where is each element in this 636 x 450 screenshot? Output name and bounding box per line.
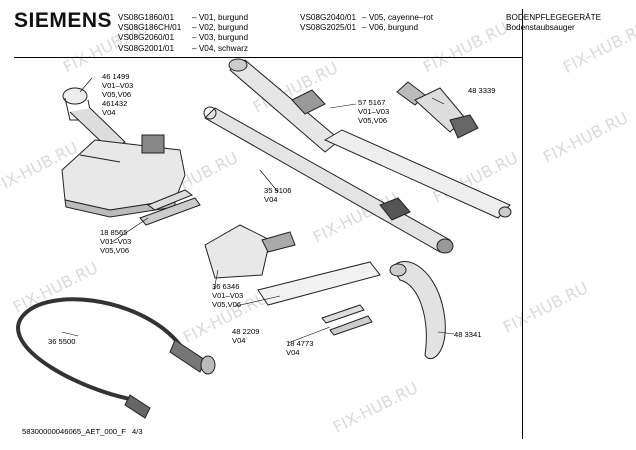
part-variant: V05,V06 (102, 90, 132, 99)
label-straight-tube: 35 9106 V04 (264, 186, 291, 204)
part-variant: V04 (286, 348, 300, 357)
label-strip-pair: 18 4773 V04 (286, 339, 313, 357)
part-number: 18 8565 (100, 228, 128, 237)
variant-label: – V04, schwarz (192, 43, 248, 53)
category-title: BODENPFLEGEGERÄTE (506, 13, 602, 22)
part-variant: V04 (264, 195, 278, 204)
variant-label: – V06, burgund (362, 23, 418, 33)
floor-nozzle-drawing (61, 87, 186, 218)
label-floor-nozzle: 46 1499 V01–V03 V05,V06 461432 V04 (102, 72, 133, 117)
variant-label: – V05, cayenne–rot (362, 13, 434, 22)
part-variant: V01–V03 (212, 291, 244, 300)
part-number: 48 2209 (232, 327, 260, 336)
model-number: VS08G2025/01 (300, 23, 356, 33)
variant-label: – V02, burgund (192, 23, 248, 33)
label-filter-sheet: 48 2209 V04 (232, 327, 259, 345)
part-number: 48 3341 (454, 330, 482, 339)
part-variant: V04 (102, 108, 116, 117)
model-number: VS08G2001/01 (118, 43, 174, 53)
part-number: 35 9106 (264, 186, 292, 195)
header-divider (14, 57, 522, 58)
right-margin-divider (522, 9, 523, 439)
model-list-2: VS08G2040/01 VS08G2025/01 (300, 13, 356, 33)
filter-sheet-drawing (257, 261, 381, 306)
label-upholstery-nozzle: 36 6346 V01–V03 V05,V06 (212, 282, 243, 309)
model-number: VS08G1860/01 (118, 13, 174, 22)
variant-list-1: – V01, burgund – V02, burgund – V03, bur… (192, 13, 248, 54)
label-crevice-nozzle: 48 3339 (468, 86, 495, 95)
part-number: 57 5167 (358, 98, 386, 107)
variant-list-2: – V05, cayenne–rot – V06, burgund (362, 13, 433, 33)
category-label: BODENPFLEGEGERÄTE Bodenstaubsauger (506, 13, 601, 33)
part-number: 18 4773 (286, 339, 314, 348)
part-variant: V01–V03 (358, 107, 390, 116)
part-variant: V05,V06 (358, 116, 388, 125)
part-number: 36 5500 (48, 337, 76, 346)
strip-pair-drawing (321, 304, 373, 336)
upholstery-nozzle-drawing (204, 224, 296, 279)
part-variant: V01–V03 (102, 81, 134, 90)
part-variant: V04 (232, 336, 246, 345)
model-number: VS08G2060/01 (118, 33, 174, 43)
handle-drawing (389, 261, 446, 360)
model-list-1: VS08G1860/01 VS08G186CH/01 VS08G2060/01 … (118, 13, 181, 54)
label-telescopic-tube: 57 5167 V01–V03 V05,V06 (358, 98, 389, 125)
variant-label: – V01, burgund (192, 13, 248, 22)
part-variant: V05,V06 (100, 246, 130, 255)
variant-label: – V03, burgund (192, 33, 248, 43)
label-hose: 36 5500 (48, 337, 75, 346)
document-footer: 58300000046065_AET_000_F 4/3 (22, 427, 143, 436)
hose-drawing (16, 297, 216, 419)
part-variant: V05,V06 (212, 300, 242, 309)
model-number: VS08G2040/01 (300, 13, 356, 22)
doc-number: 58300000046065_AET_000_F (22, 427, 126, 436)
part-number: 36 6346 (212, 282, 240, 291)
blade-strips-drawing (139, 189, 201, 226)
brand-logo: SIEMENS (14, 9, 113, 32)
part-number: 48 3339 (468, 86, 496, 95)
telescopic-tube-drawing (228, 58, 512, 219)
crevice-nozzle-drawing (396, 81, 479, 139)
label-handle: 48 3341 (454, 330, 481, 339)
page-number: 4/3 (132, 427, 143, 436)
part-variant: V01–V03 (100, 237, 132, 246)
label-blade-strips: 18 8565 V01–V03 V05,V06 (100, 228, 131, 255)
part-number: 46 1499 (102, 72, 130, 81)
model-number: VS08G186CH/01 (118, 23, 182, 33)
category-subtitle: Bodenstaubsauger (506, 23, 575, 33)
part-number: 461432 (102, 99, 128, 108)
straight-tube-drawing (203, 106, 454, 254)
